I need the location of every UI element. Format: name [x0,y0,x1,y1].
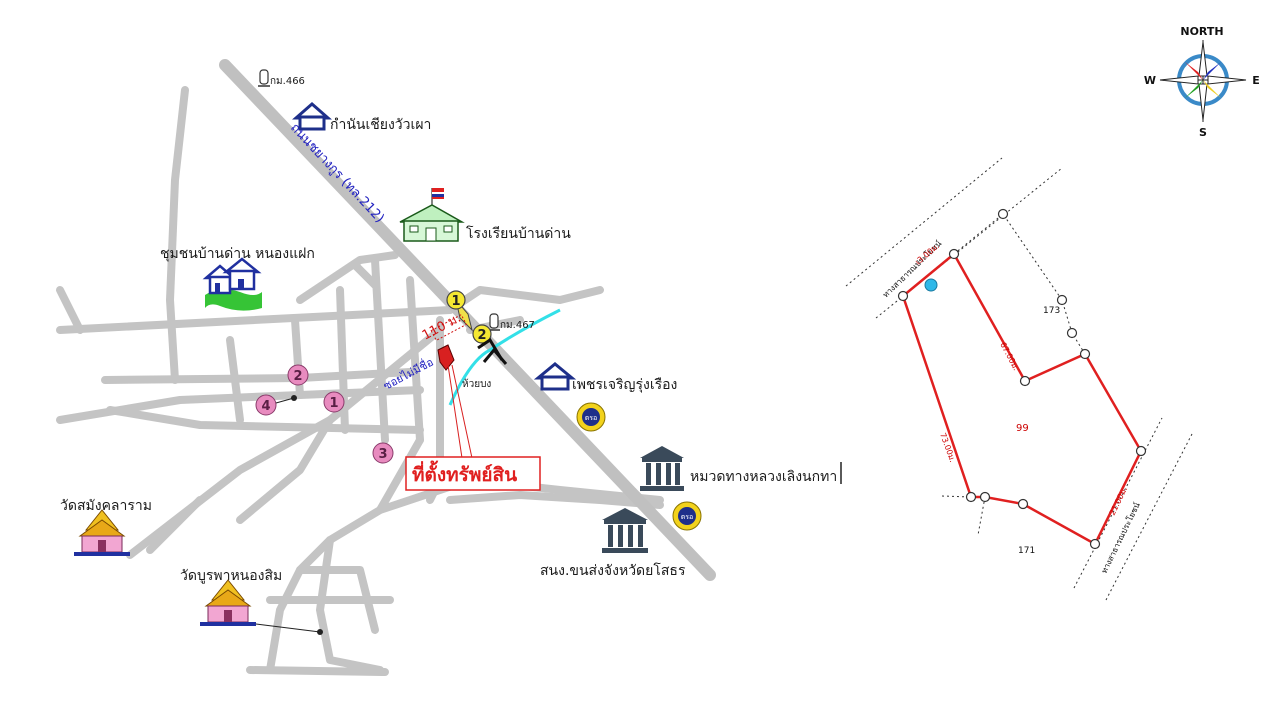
km467-label: กม.467 [500,320,535,331]
property-label-box [405,456,541,491]
road-bottom-label: ทางสาธารณประโยชน์ [1099,500,1142,575]
school-icon [399,188,465,242]
road-name-label: ถนนชยางกูร (ทล.212) [287,120,387,226]
community-label: ชุมชนบ้านด่าน หนองแฝก [160,246,315,262]
svg-text:ตรอ: ตรอ [681,513,694,521]
svg-text:W: W [1144,74,1156,87]
route-marker-2: 2 [472,324,492,344]
dim-top-label: เ3.00ม. [914,241,942,266]
svg-text:S: S [1199,126,1207,139]
lot-north-label: 173 [1043,306,1060,316]
shop-icon [533,362,577,391]
km466-marker: กม.466 [258,69,305,87]
kamnan-label: กำนันเชียงวัวเผา [330,117,431,133]
parcel-boundary [901,252,1143,546]
pin-2: 2 [287,364,309,386]
transport-office-icon [602,508,648,553]
property-label: ที่ตั้งทรัพย์สิน [412,460,517,486]
highway-office-label: หมวดทางหลวงเลิงนกทา [690,469,837,485]
highway-office-icon [640,446,684,491]
svg-text:2: 2 [477,328,486,343]
lot-south-label: 171 [1018,546,1035,556]
svg-text:ตรอ: ตรอ [585,414,598,422]
school-label: โรงเรียนบ้านด่าน [466,225,571,242]
badge-icon: ตรอ [576,402,606,432]
route-marker-1: 1 [446,290,466,310]
road-network [56,86,664,676]
reference-point [924,278,938,292]
creek [448,308,561,406]
svg-text:1: 1 [451,294,460,309]
svg-text:3: 3 [378,447,387,462]
plot-diagram: ทางสาธารณประโยชน์ ทางสาธารณประโยชน์ เ3.0… [845,157,1193,601]
lot-main-label: 99 [1016,423,1029,434]
svg-text:4: 4 [261,399,270,414]
badge-icon: ตรอ [672,501,702,531]
pin-3: 3 [372,442,394,464]
wat2-label: วัดบูรพาหนองสิม [180,568,282,584]
pin-4: 4 [255,394,297,416]
dim-inner-label: 67.00ม. [998,341,1020,372]
house-icon [292,102,332,131]
wat1-label: วัดสมังคลาราม [60,498,152,514]
dim-right-label: 21.00ม. [1108,485,1130,517]
km466-label: กม.466 [270,76,305,87]
transport-office-label: สนง.ขนส่งจังหวัดยโสธร [540,562,686,579]
property-marker [437,344,473,459]
svg-text:NORTH: NORTH [1180,25,1223,38]
svg-text:1: 1 [329,396,338,411]
svg-text:E: E [1252,74,1260,87]
pin-1: 1 [323,391,345,413]
huaibong-label: ห้วยบง [462,378,491,390]
temple-icon [200,579,323,635]
compass-rose-icon: NORTH W E S [1144,25,1260,139]
shop-label: เพชรเจริญรุ่งเรือง [572,377,677,393]
temple-icon [74,509,130,556]
bridge-icon [477,337,508,365]
km467-marker: กม.467 [488,313,535,331]
svg-text:2: 2 [293,369,302,384]
community-icon [202,257,262,311]
distance-box [430,314,468,342]
